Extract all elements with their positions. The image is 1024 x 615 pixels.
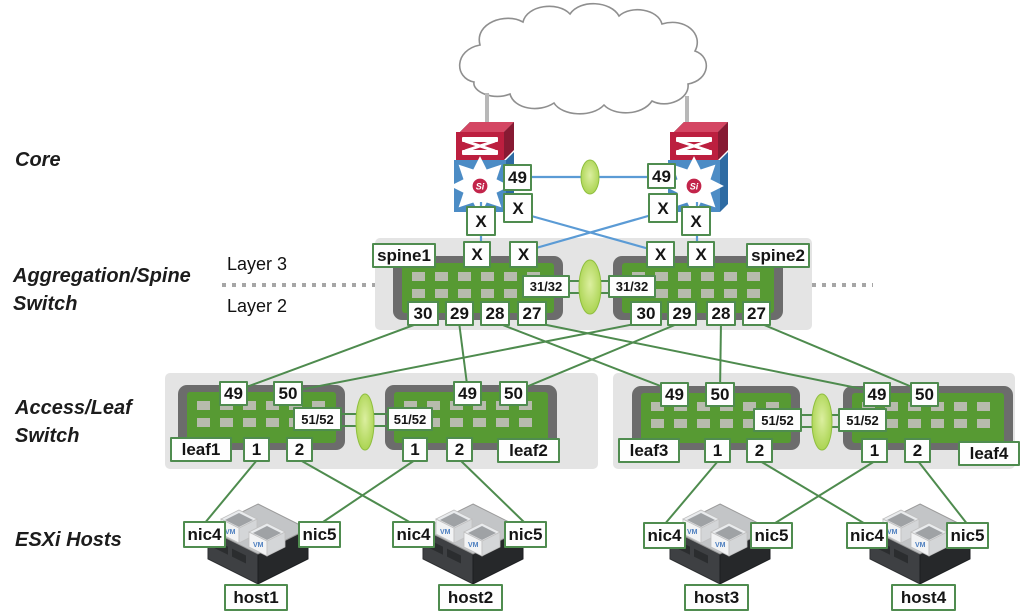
port-host3-nic4: nic4 [643, 522, 686, 549]
aggregation-line1: Aggregation/Spine [13, 265, 191, 287]
port-core1-x-right: X [503, 193, 533, 223]
port-leaf1-50: 50 [273, 381, 303, 406]
portchannel-leaf12 [355, 393, 375, 451]
port-host2-nic4: nic4 [392, 521, 435, 548]
device-label-spine2: spine2 [746, 243, 810, 268]
link-leaf4-1-host3-nic5 [771, 460, 876, 526]
spine1-switch [393, 256, 563, 320]
port-leaf4-49: 49 [863, 382, 891, 407]
port-leaf3-49: 49 [660, 382, 689, 407]
device-label-leaf1: leaf1 [170, 437, 232, 462]
port-leaf2-49: 49 [453, 381, 482, 406]
device-label-host1: host1 [224, 584, 288, 611]
link-spine1-28-leaf3-49 [494, 321, 677, 393]
port-core2-49: 49 [647, 163, 676, 189]
device-label-leaf4: leaf4 [958, 441, 1020, 466]
port-host4-nic4: nic4 [846, 522, 888, 549]
port-spine2-27: 27 [742, 301, 771, 326]
port-leaf1-49: 49 [219, 381, 248, 406]
link-spine2-29-leaf2-50 [513, 321, 683, 393]
device-label-host2: host2 [438, 584, 503, 611]
port-leaf4-50: 50 [910, 382, 939, 407]
link-spine2-30-leaf1-50 [288, 321, 646, 393]
port-leaf4-2: 2 [904, 438, 931, 463]
link-leaf1-2-host2-nic4 [299, 459, 414, 525]
port-spine2-x-left: X [646, 241, 675, 268]
port-host4-nic5: nic5 [946, 522, 989, 549]
port-core2-x-right: X [681, 206, 711, 236]
link-leaf4-2-host4-nic5 [917, 460, 969, 526]
link-leaf3-2-host4-nic4 [759, 460, 868, 526]
port-leaf2-5152: 51/52 [387, 407, 433, 431]
port-core1-49: 49 [503, 164, 532, 191]
port-leaf2-1: 1 [402, 437, 428, 462]
device-label-host4: host4 [891, 584, 956, 611]
port-leaf2-2: 2 [446, 437, 473, 462]
port-leaf1-2: 2 [286, 437, 313, 462]
link-leaf1-1-host1-nic4 [203, 459, 258, 525]
portchannel-leaf34 [811, 393, 833, 451]
layer2-label: Layer 2 [227, 296, 288, 316]
link-leaf2-2-host2-nic5 [459, 459, 527, 525]
port-leaf4-5152: 51/52 [838, 408, 887, 432]
section-label-esxi-hosts: ESXi Hosts [15, 529, 122, 551]
port-spine1-30: 30 [407, 301, 439, 326]
portchannel-spine [578, 259, 602, 315]
port-leaf1-1: 1 [243, 437, 270, 462]
port-spine2-30: 30 [630, 301, 662, 326]
port-spine1-29: 29 [445, 301, 474, 326]
link-spine1-30-leaf1-49 [232, 321, 423, 393]
port-spine1-x-left: X [463, 241, 491, 268]
port-spine1-3132: 31/32 [522, 275, 570, 298]
internet-cloud-icon [458, 2, 707, 115]
device-label-leaf3: leaf3 [618, 438, 680, 463]
port-host3-nic5: nic5 [750, 522, 793, 549]
link-leaf2-1-host1-nic5 [319, 459, 416, 525]
port-spine2-29: 29 [667, 301, 697, 326]
port-spine2-28: 28 [706, 301, 736, 326]
port-host1-nic5: nic5 [298, 521, 341, 548]
access-line2: Switch [15, 425, 80, 447]
link-spine2-28-leaf3-50 [719, 321, 722, 393]
port-spine2-x-right: X [687, 241, 715, 268]
port-leaf3-2: 2 [746, 438, 773, 463]
portchannel-core [580, 159, 600, 195]
port-leaf3-5152: 51/52 [753, 408, 802, 432]
port-spine1-27: 27 [517, 301, 547, 326]
port-leaf1-5152: 51/52 [293, 407, 342, 431]
port-core1-x-left: X [466, 206, 496, 236]
device-label-host3: host3 [684, 584, 749, 611]
link-spine2-27-leaf4-50 [756, 321, 925, 393]
port-spine2-3132: 31/32 [608, 275, 656, 298]
port-leaf4-1: 1 [861, 438, 888, 463]
layer3-label: Layer 3 [227, 254, 288, 274]
port-leaf3-50: 50 [705, 382, 735, 407]
port-core2-x-left: X [648, 193, 678, 223]
access-line1: Access/Leaf [15, 397, 132, 419]
link-core2-spine1-cross [521, 210, 663, 254]
port-spine1-28: 28 [480, 301, 510, 326]
link-leaf3-1-host3-nic4 [663, 460, 719, 526]
port-host2-nic5: nic5 [504, 521, 547, 548]
section-label-core: Core [15, 149, 61, 171]
port-host1-nic4: nic4 [183, 521, 226, 548]
port-leaf2-50: 50 [499, 381, 528, 406]
port-leaf3-1: 1 [704, 438, 731, 463]
port-spine1-x-right: X [509, 241, 538, 268]
aggregation-line2: Switch [13, 293, 78, 315]
device-label-leaf2: leaf2 [497, 438, 560, 463]
device-label-spine1: spine1 [372, 243, 436, 268]
